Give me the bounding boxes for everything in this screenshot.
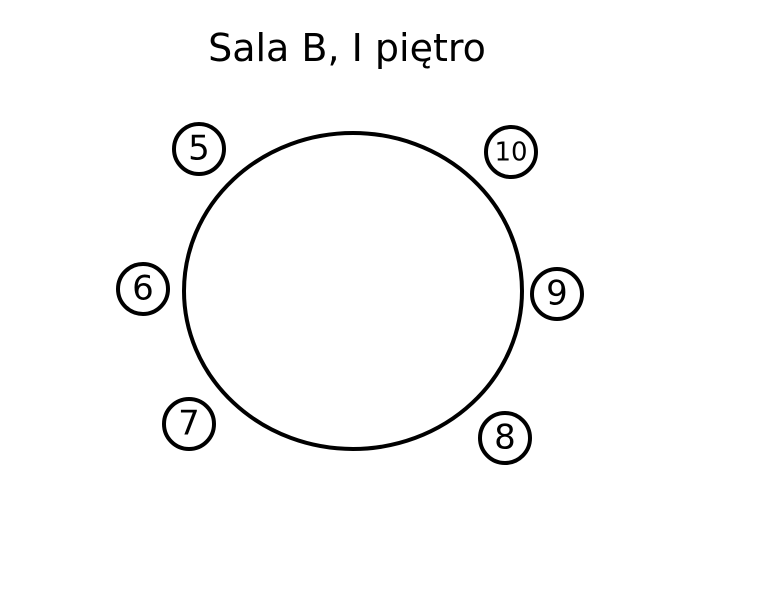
seat-7: 7	[162, 397, 216, 451]
seat-5: 5	[172, 122, 226, 176]
round-table	[182, 131, 524, 451]
seat-circle	[116, 262, 170, 316]
seat-circle	[172, 122, 226, 176]
seat-8: 8	[478, 411, 532, 465]
diagram-title: Sala B, I piętro	[208, 26, 486, 70]
seat-number: 7	[178, 404, 200, 444]
seat-10: 10	[484, 125, 538, 179]
seats-group: 5 6 7 10 9 8	[116, 122, 584, 465]
seat-number: 9	[546, 274, 568, 314]
seat-circle	[478, 411, 532, 465]
seat-number: 5	[188, 129, 210, 169]
seat-6: 6	[116, 262, 170, 316]
seat-number: 10	[494, 138, 527, 168]
seat-number: 8	[494, 418, 516, 458]
seat-circle	[530, 267, 584, 321]
seat-9: 9	[530, 267, 584, 321]
seat-circle	[484, 125, 538, 179]
seat-number: 6	[132, 269, 154, 309]
seat-circle	[162, 397, 216, 451]
